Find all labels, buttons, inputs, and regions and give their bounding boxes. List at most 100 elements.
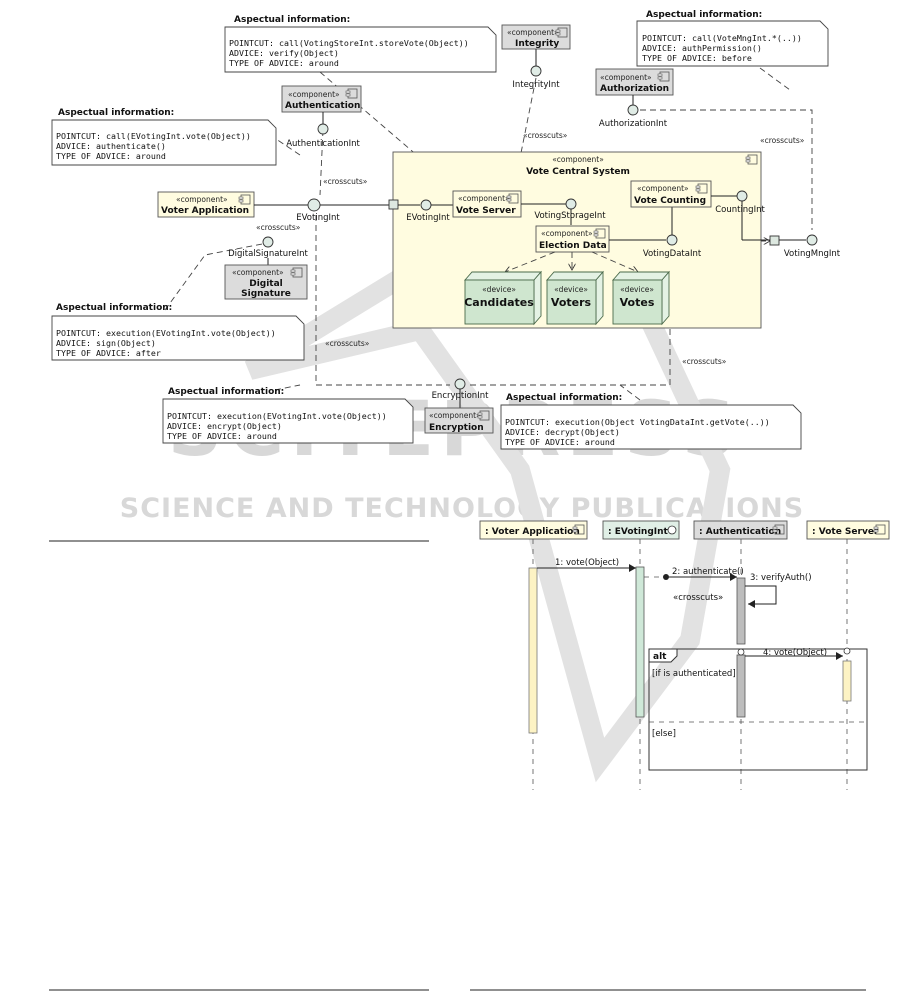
device-box	[612, 279, 663, 325]
note-line: ADVICE: verify(Object)	[229, 48, 339, 58]
crosscut-encrypt-note	[274, 384, 301, 391]
component-vote-counting: «component» Vote Counting	[630, 180, 712, 208]
note-line: POINTCUT: execution(EVotingInt.vote(Obje…	[167, 411, 387, 421]
alt-fragment-tab	[648, 648, 678, 663]
note-line: POINTCUT: call(VoteMngInt.*(..))	[642, 33, 802, 43]
note-encrypt: Aspectual information: POINTCUT: executi…	[162, 387, 414, 444]
interface-icon	[667, 525, 677, 535]
component-label: Voter Application	[161, 206, 249, 216]
lifeline-label: : Authentication	[699, 527, 781, 537]
message-1-label: 1: vote(Object)	[555, 558, 619, 568]
component-box	[424, 407, 494, 434]
device-candidates: «device» Candidates	[464, 270, 542, 326]
crosscut-auth-note	[269, 134, 301, 156]
note-box	[636, 20, 829, 67]
crosscut-decrypt-note	[619, 384, 641, 401]
crosscut-point	[663, 574, 669, 580]
crosscuts-label: «crosscuts»	[673, 593, 723, 603]
note-line: ADVICE: authPermission()	[642, 43, 762, 53]
lifeline-head	[479, 520, 588, 540]
crosscuts-label: «crosscuts»	[325, 339, 370, 348]
note-line: POINTCUT: execution(EVotingInt.vote(Obje…	[56, 328, 276, 338]
vcs-title: Vote Central System	[526, 167, 630, 177]
note-line: TYPE OF ADVICE: around	[167, 431, 277, 441]
component-stereotype: «component»	[232, 268, 284, 277]
note-box	[162, 398, 414, 444]
lifeline-authentication: : Authentication	[693, 520, 788, 540]
component-box	[452, 190, 522, 218]
device-side	[595, 270, 604, 326]
crosscuts-label: «crosscuts»	[682, 357, 727, 366]
lifeline-evotingint: : EVotingInt	[602, 520, 680, 540]
component-label: Encryption	[429, 423, 484, 433]
authorization-int-label: AuthorizationInt	[599, 119, 668, 129]
alt-guard-1: [if is authenticated]	[652, 669, 736, 679]
note-line: TYPE OF ADVICE: around	[505, 437, 615, 447]
device-top	[546, 271, 604, 281]
note-sign: Aspectual information: POINTCUT: executi…	[51, 303, 305, 361]
note-authenticate: Aspectual information: POINTCUT: call(EV…	[51, 108, 277, 166]
vcs-port-votingmng	[769, 235, 780, 246]
component-box	[535, 225, 610, 253]
voting-data-int-lollipop	[666, 234, 678, 246]
crosscuts-label: «crosscuts»	[523, 131, 568, 140]
note-line: POINTCUT: call(EVotingInt.vote(Object))	[56, 131, 251, 141]
gate-point	[737, 648, 745, 656]
note-verify: Aspectual information: POINTCUT: call(Vo…	[224, 15, 497, 73]
watermark-sub: SCIENCE AND TECHNOLOGY PUBLICATIONS	[120, 493, 804, 524]
digital-signature-int-lollipop	[262, 236, 274, 248]
component-label: Integrity	[515, 39, 559, 49]
evoting-int-inner-lollipop	[420, 199, 432, 211]
activation-voter	[528, 567, 538, 734]
component-label: Authorization	[600, 84, 669, 94]
note-decrypt: Aspectual information: POINTCUT: executi…	[500, 393, 802, 450]
component-diagram: «component» Vote Central System Aspectua…	[51, 10, 841, 450]
lifeline-head	[693, 520, 788, 540]
note-box	[224, 26, 497, 73]
device-box	[546, 279, 597, 325]
authentication-int-label: AuthenticationInt	[286, 139, 360, 149]
note-line: ADVICE: authenticate()	[56, 141, 166, 151]
integrity-int-label: IntegrityInt	[512, 80, 560, 90]
crosscut-authentication	[319, 129, 324, 196]
note-line: ADVICE: encrypt(Object)	[167, 421, 282, 431]
device-top	[612, 271, 670, 281]
integrity-int-lollipop	[530, 65, 542, 77]
device-votes: «device» Votes	[612, 270, 670, 326]
message-3-arrow	[745, 585, 777, 608]
crosscut-authorization	[640, 109, 813, 230]
note-line: ADVICE: sign(Object)	[56, 338, 156, 348]
lifeline-vote-server: : Vote Server	[806, 520, 890, 540]
component-stereotype: «component»	[288, 90, 340, 99]
digital-signature-int-label: DigitalSignatureInt	[228, 249, 308, 259]
note-line: POINTCUT: execution(Object VotingDataInt…	[505, 417, 770, 427]
component-vote-server: «component» Vote Server	[452, 190, 522, 218]
vcs-port-evoting	[388, 199, 399, 210]
crosscuts-label: «crosscuts»	[760, 136, 805, 145]
component-label: Signature	[241, 289, 291, 299]
note-header: Aspectual information:	[506, 393, 622, 403]
device-stereotype: «device»	[620, 285, 654, 294]
sequence-diagram: : Voter Application : EVotingInt : Authe…	[479, 520, 890, 790]
lifeline-label: : Voter Application	[485, 527, 580, 537]
component-authentication: «component» Authentication	[281, 85, 362, 113]
component-stereotype: «component»	[458, 194, 510, 203]
message-3-label: 3: verifyAuth()	[750, 573, 812, 583]
message-4-label: 4: vote(Object)	[763, 648, 827, 658]
component-voter-application: «component» Voter Application	[157, 191, 255, 218]
note-header: Aspectual information:	[168, 387, 284, 397]
lifeline-head	[806, 520, 890, 540]
dependency-votes	[591, 251, 638, 272]
note-line: TYPE OF ADVICE: around	[56, 151, 166, 161]
activation-evoting	[635, 566, 645, 718]
encryption-int-lollipop	[454, 378, 466, 390]
evoting-int-inner-label: EVotingInt	[406, 213, 450, 223]
counting-int-label: CountingInt	[715, 205, 765, 215]
device-label: Votes	[620, 296, 655, 309]
component-stereotype: «component»	[507, 28, 559, 37]
lifeline-label: : EVotingInt	[608, 527, 669, 537]
crosscut-signature-note	[164, 243, 263, 311]
voting-storage-int-label: VotingStorageInt	[534, 211, 606, 221]
note-box	[500, 404, 802, 450]
